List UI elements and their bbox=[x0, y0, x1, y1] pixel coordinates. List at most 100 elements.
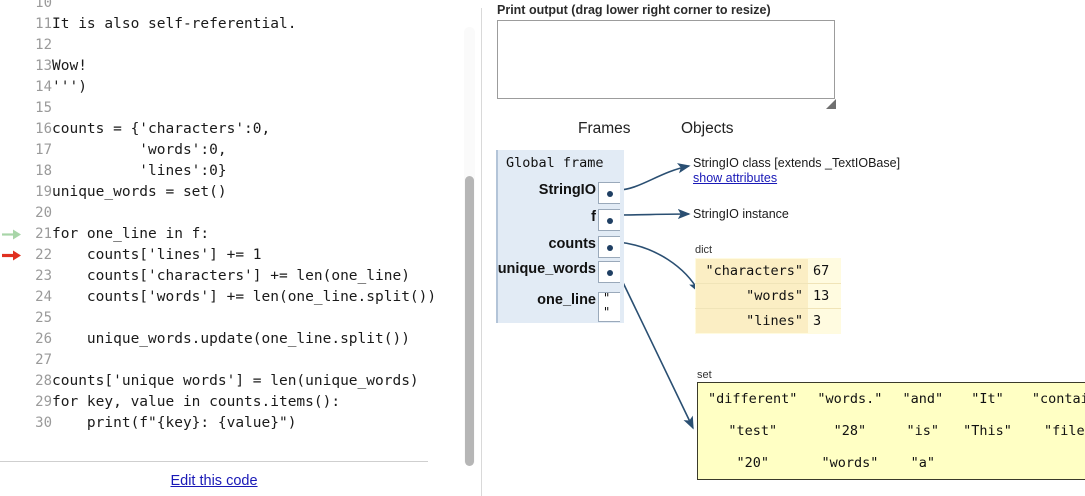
set-element: "words" bbox=[807, 447, 893, 480]
set-object-table: "different""words.""and""It""contains""t… bbox=[697, 382, 1085, 480]
line-number: 27 bbox=[35, 352, 52, 368]
code-line-text: unique_words.update(one_line.split()) bbox=[52, 331, 410, 347]
set-row: "20""words""a" bbox=[697, 447, 1085, 480]
code-line: 20 bbox=[0, 203, 436, 224]
frame-variable-name: f bbox=[591, 209, 596, 225]
code-line: 27 bbox=[0, 350, 436, 371]
set-element: "It" bbox=[953, 382, 1022, 415]
line-number: 25 bbox=[35, 310, 52, 326]
dict-type-label: dict bbox=[695, 244, 713, 256]
resize-grip-icon[interactable] bbox=[825, 98, 837, 110]
frame-variable-name: unique_words bbox=[497, 261, 596, 277]
gutter-spacer bbox=[0, 98, 26, 119]
set-element: "is" bbox=[892, 415, 954, 447]
code-line-text: 'lines':0} bbox=[52, 163, 227, 179]
frame-variable-slot bbox=[598, 236, 620, 258]
gutter-spacer bbox=[0, 35, 26, 56]
global-frame-title: Global frame bbox=[506, 155, 604, 171]
code-line-text: ''') bbox=[52, 79, 87, 95]
code-line-text bbox=[52, 350, 436, 371]
gutter-spacer bbox=[0, 0, 26, 14]
set-element: "20" bbox=[697, 447, 808, 480]
show-attributes-link[interactable]: show attributes bbox=[693, 171, 778, 185]
code-line-text: print(f"{key}: {value}") bbox=[52, 415, 297, 431]
pane-divider bbox=[481, 8, 482, 496]
line-number: 16 bbox=[35, 121, 52, 137]
stringio-instance-label: StringIO instance bbox=[693, 207, 789, 221]
dict-row: "characters"67 bbox=[695, 258, 841, 284]
set-element bbox=[1021, 447, 1085, 480]
set-row: "test""28""is""This""file." bbox=[697, 415, 1085, 447]
frame-variable-name: StringIO bbox=[538, 182, 596, 198]
code-scrollbar-thumb[interactable] bbox=[465, 176, 474, 466]
frame-variable-value: " bbox=[603, 291, 611, 305]
stringio-class-label: StringIO class [extends _TextIOBase] bbox=[693, 156, 901, 170]
line-number: 20 bbox=[35, 205, 52, 221]
gutter-spacer bbox=[0, 119, 26, 140]
line-number: 28 bbox=[35, 373, 52, 389]
dict-value: 13 bbox=[808, 283, 841, 309]
code-line-text bbox=[52, 308, 436, 329]
current-line-arrow-icon bbox=[0, 245, 26, 266]
print-output-label: Print output (drag lower right corner to… bbox=[497, 3, 771, 17]
line-number: 17 bbox=[35, 142, 52, 158]
gutter-spacer bbox=[0, 266, 26, 287]
gutter-spacer bbox=[0, 329, 26, 350]
line-number: 15 bbox=[35, 100, 52, 116]
line-number: 11 bbox=[35, 16, 52, 32]
code-line-text: counts['words'] += len(one_line.split()) bbox=[52, 289, 437, 305]
set-element: "a" bbox=[892, 447, 954, 480]
code-line: 25 bbox=[0, 308, 436, 329]
set-row: "different""words.""and""It""contains" bbox=[697, 382, 1085, 415]
frame-variable-slot bbox=[598, 182, 620, 204]
code-line: 30 print(f"{key}: {value}") bbox=[0, 413, 436, 434]
frame-variable-slot bbox=[598, 261, 620, 283]
dict-key: "characters" bbox=[695, 258, 808, 284]
code-line: 22 counts['lines'] += 1 bbox=[0, 245, 436, 266]
code-line-text: counts['lines'] += 1 bbox=[52, 247, 262, 263]
dict-value: 67 bbox=[808, 258, 841, 284]
edit-this-code-link[interactable]: Edit this code bbox=[170, 473, 258, 489]
line-number: 26 bbox=[35, 331, 52, 347]
dict-value: 3 bbox=[808, 308, 841, 334]
code-line-text: It is also self-referential. bbox=[52, 16, 297, 32]
line-number: 10 bbox=[35, 0, 52, 11]
gutter-spacer bbox=[0, 392, 26, 413]
gutter-spacer bbox=[0, 350, 26, 371]
line-number: 18 bbox=[35, 163, 52, 179]
set-type-label: set bbox=[697, 369, 712, 381]
frame-variable-slot bbox=[598, 209, 620, 231]
frames-heading: Frames bbox=[578, 120, 631, 137]
dict-key: "lines" bbox=[695, 308, 808, 334]
code-line: 10 bbox=[0, 0, 436, 14]
code-line-text bbox=[52, 203, 436, 224]
code-line: 15 bbox=[0, 98, 436, 119]
code-line-text: counts['characters'] += len(one_line) bbox=[52, 268, 410, 284]
line-number: 30 bbox=[35, 415, 52, 431]
set-element: "This" bbox=[953, 415, 1022, 447]
code-line: 26 unique_words.update(one_line.split()) bbox=[0, 329, 436, 350]
code-line-text: 'words':0, bbox=[52, 142, 227, 158]
gutter-spacer bbox=[0, 308, 26, 329]
line-number: 24 bbox=[35, 289, 52, 305]
pointer-dot-icon bbox=[607, 191, 613, 197]
gutter-spacer bbox=[0, 203, 26, 224]
set-element: "contains" bbox=[1021, 382, 1085, 415]
code-line-text: unique_words = set() bbox=[52, 184, 227, 200]
code-divider bbox=[0, 461, 428, 462]
line-number: 29 bbox=[35, 394, 52, 410]
code-line: 24 counts['words'] += len(one_line.split… bbox=[0, 287, 436, 308]
code-line-text: for key, value in counts.items(): bbox=[52, 394, 341, 410]
gutter-spacer bbox=[0, 182, 26, 203]
print-output-box[interactable] bbox=[497, 20, 835, 99]
pointer-dot-icon bbox=[607, 245, 613, 251]
dict-row: "words"13 bbox=[695, 283, 841, 309]
code-line: 17 'words':0, bbox=[0, 140, 436, 161]
code-line-text bbox=[52, 35, 436, 56]
code-line: 14''') bbox=[0, 77, 436, 98]
